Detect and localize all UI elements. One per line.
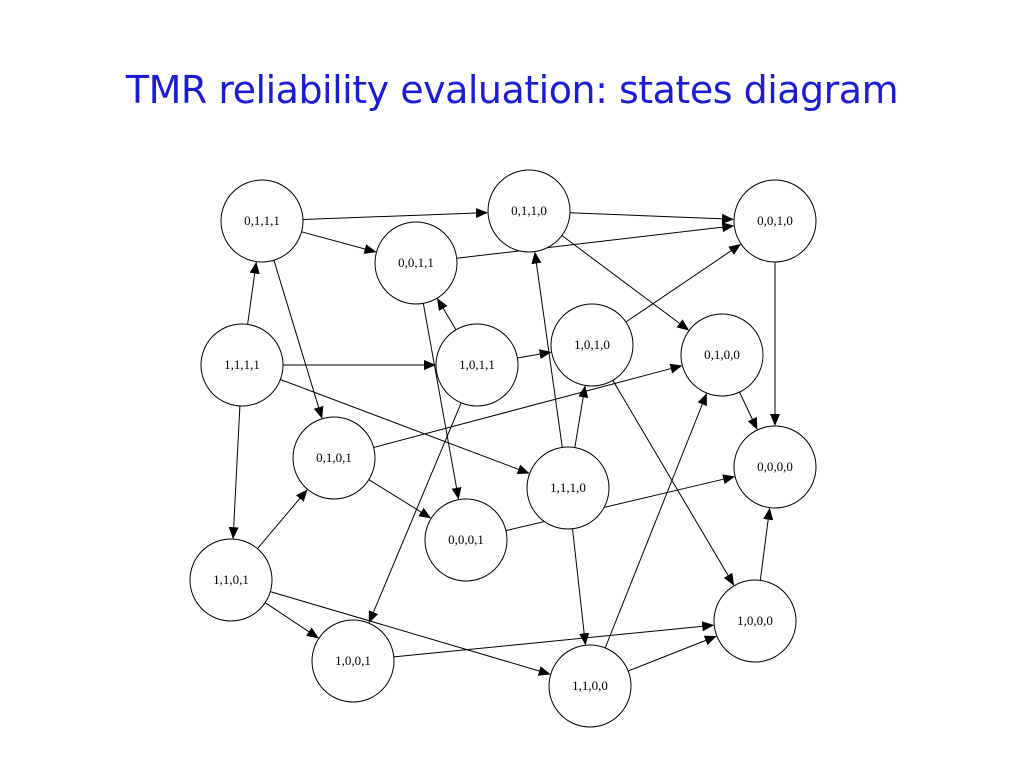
edge-1000-to-0000 — [759, 507, 774, 581]
state-circle — [435, 323, 519, 407]
edge-1101-to-1001 — [264, 602, 319, 639]
edge-1011-to-1010 — [517, 349, 552, 360]
state-circle — [292, 416, 376, 500]
state-label: 1,1,0,1 — [213, 572, 249, 587]
edge-0111-to-0101 — [273, 260, 324, 419]
state-label: 1,1,1,0 — [550, 480, 586, 495]
state-circle — [200, 323, 284, 407]
state-node-0111: 0,1,1,1 — [220, 179, 304, 263]
state-node-1101: 1,1,0,1 — [189, 538, 273, 622]
state-label: 0,1,1,0 — [511, 203, 547, 218]
state-node-1000: 1,0,0,0 — [713, 579, 797, 663]
state-node-0110: 0,1,1,0 — [487, 169, 571, 253]
state-label: 0,0,1,0 — [757, 213, 793, 228]
edge-1111-to-1110 — [280, 379, 530, 474]
state-node-0010: 0,0,1,0 — [733, 179, 817, 263]
edge-1010-to-1000 — [612, 380, 735, 586]
state-label: 0,0,0,0 — [757, 459, 793, 474]
state-label: 0,1,0,1 — [316, 450, 352, 465]
state-circle — [680, 313, 764, 397]
state-circle — [311, 619, 395, 703]
edge-0110-to-0010 — [569, 212, 734, 224]
edge-1111-to-0111 — [247, 261, 260, 325]
state-node-1001: 1,0,0,1 — [311, 619, 395, 703]
state-label: 1,0,0,0 — [737, 613, 773, 628]
edge-1111-to-1101 — [228, 405, 241, 540]
state-circle — [220, 179, 304, 263]
edge-1011-to-0011 — [437, 298, 457, 331]
edge-1101-to-0101 — [257, 489, 308, 550]
edge-1100-to-0100 — [604, 393, 707, 649]
edge-1110-to-1100 — [572, 528, 590, 646]
edge-0100-to-0000 — [739, 391, 758, 430]
state-circle — [189, 538, 273, 622]
state-node-0011: 0,0,1,1 — [374, 221, 458, 305]
state-node-1010: 1,0,1,0 — [550, 303, 634, 387]
state-label: 1,1,0,0 — [572, 678, 608, 693]
state-label: 1,1,1,1 — [224, 357, 260, 372]
state-node-0100: 0,1,0,0 — [680, 313, 764, 397]
state-label: 0,1,0,0 — [704, 347, 740, 362]
state-circle — [733, 179, 817, 263]
state-circle — [526, 446, 610, 530]
edge-1010-to-0010 — [625, 244, 742, 323]
edge-1100-to-1000 — [627, 635, 717, 672]
edge-0111-to-0110 — [302, 208, 488, 220]
edge-1001-to-1000 — [393, 621, 715, 658]
state-circle — [713, 579, 797, 663]
state-circle — [548, 644, 632, 728]
state-node-0001: 0,0,0,1 — [424, 498, 508, 582]
state-circle — [733, 425, 817, 509]
state-circle — [487, 169, 571, 253]
state-label: 1,0,1,1 — [459, 357, 495, 372]
state-node-0000: 0,0,0,0 — [733, 425, 817, 509]
edge-1011-to-1001 — [368, 402, 462, 624]
state-node-0101: 0,1,0,1 — [292, 416, 376, 500]
edge-1110-to-0110 — [531, 251, 563, 448]
state-node-1110: 1,1,1,0 — [526, 446, 610, 530]
edge-0011-to-0010 — [456, 222, 735, 259]
edge-0101-to-0001 — [368, 479, 432, 519]
state-label: 1,0,1,0 — [574, 337, 610, 352]
state-label: 1,0,0,1 — [335, 653, 371, 668]
state-label: 0,0,1,1 — [398, 255, 434, 270]
edge-0011-to-0001 — [422, 303, 462, 500]
slide-title: TMR reliability evaluation: states diagr… — [125, 68, 899, 112]
state-node-1111: 1,1,1,1 — [200, 323, 284, 407]
edge-0110-to-0100 — [561, 235, 690, 331]
edge-1101-to-1100 — [270, 591, 551, 676]
state-node-1100: 1,1,0,0 — [548, 644, 632, 728]
edge-0101-to-0100 — [373, 363, 683, 448]
state-label: 0,1,1,1 — [244, 213, 280, 228]
edge-0111-to-0011 — [301, 231, 377, 254]
state-node-1011: 1,0,1,1 — [435, 323, 519, 407]
state-circle — [374, 221, 458, 305]
edge-1110-to-1010 — [574, 385, 589, 448]
state-label: 0,0,0,1 — [448, 532, 484, 547]
state-circle — [550, 303, 634, 387]
state-circle — [424, 498, 508, 582]
